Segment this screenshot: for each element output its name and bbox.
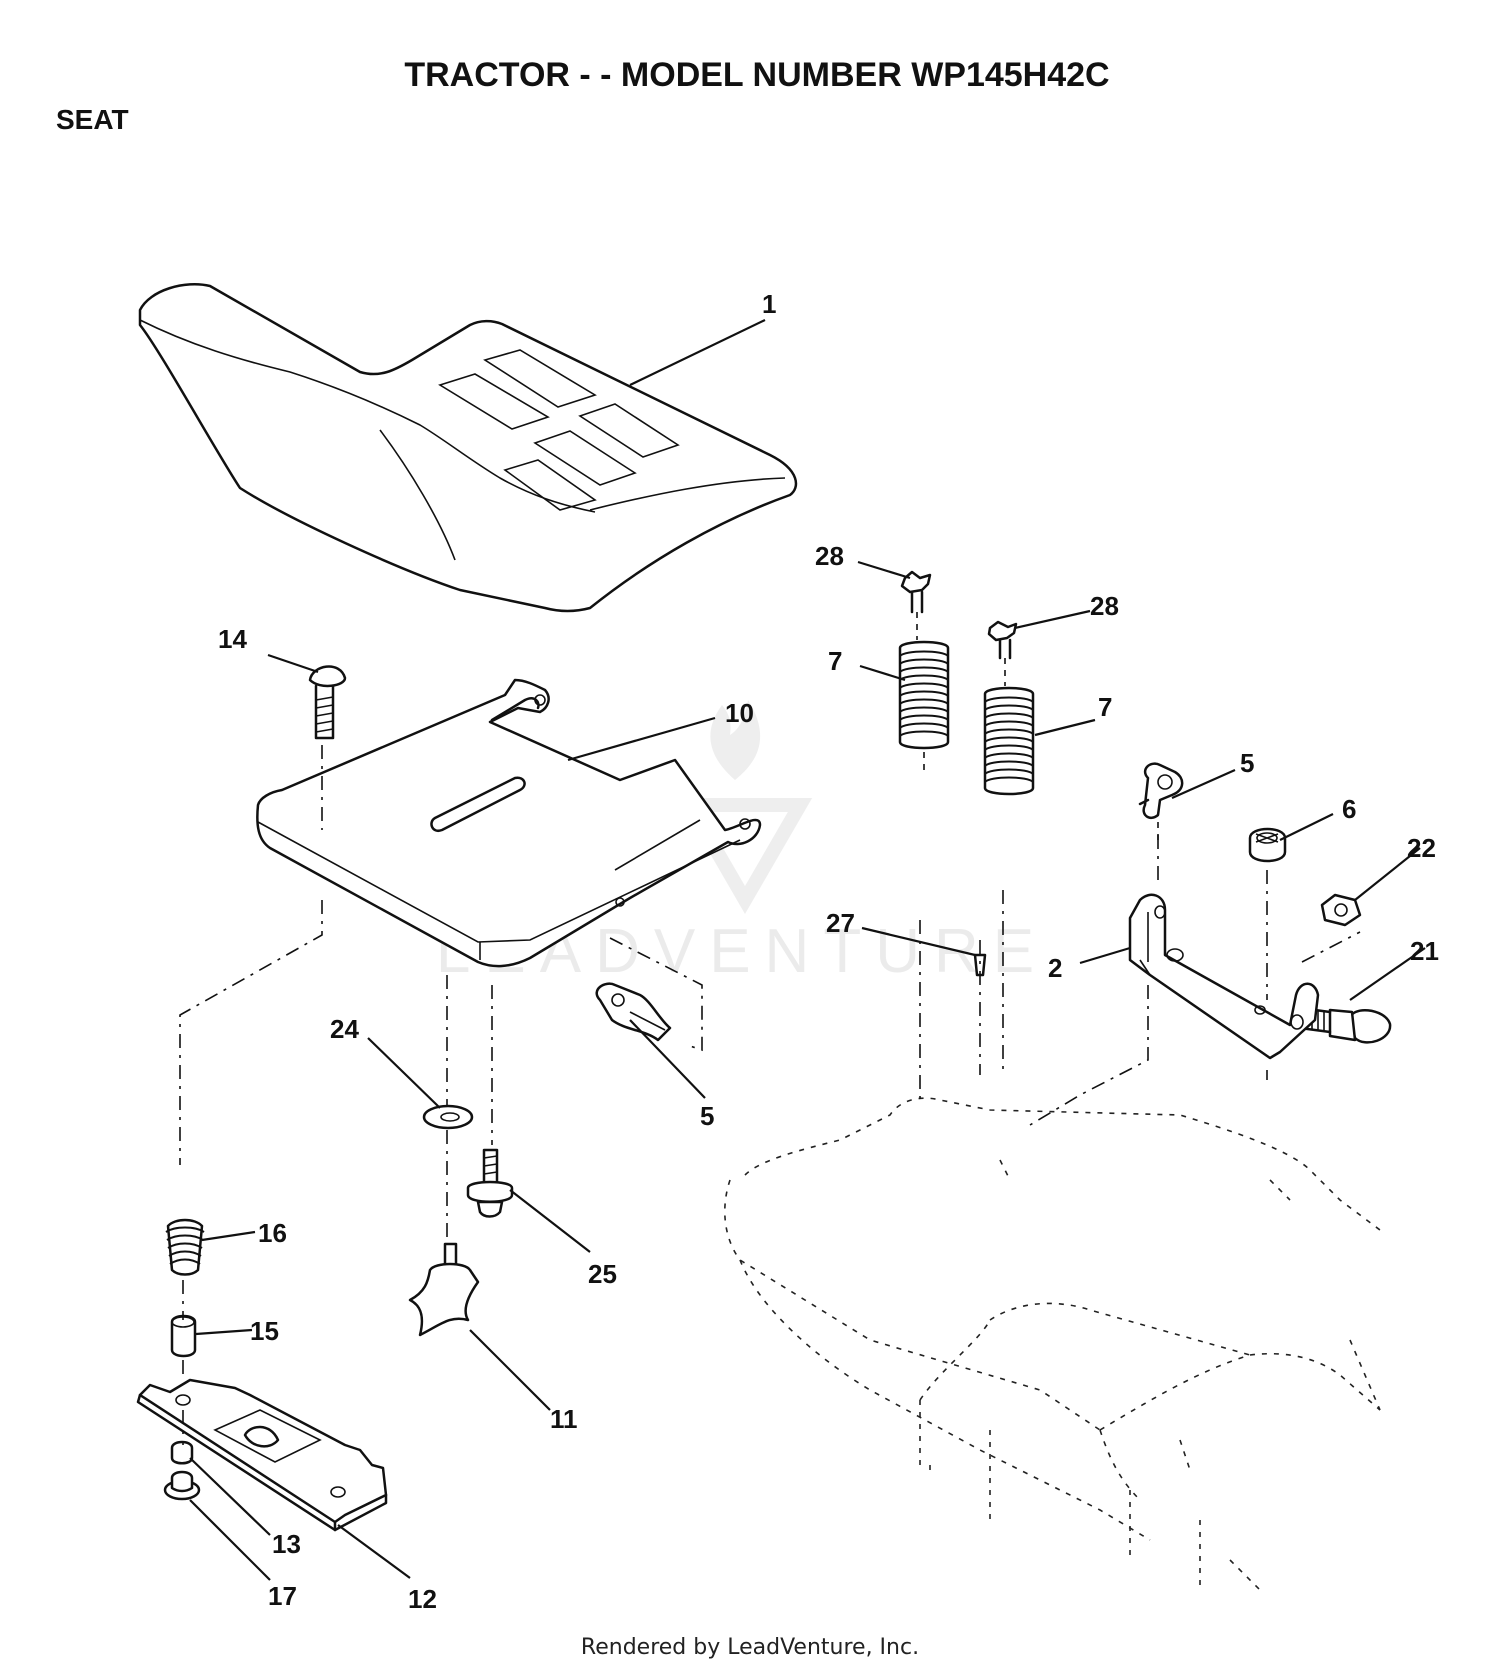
callout-15: 15 bbox=[250, 1316, 279, 1346]
render-credit: Rendered by LeadVenture, Inc. bbox=[581, 1635, 919, 1660]
callout-28-left: 28 bbox=[815, 541, 844, 571]
callout-6: 6 bbox=[1342, 794, 1356, 824]
callout-25: 25 bbox=[588, 1259, 617, 1289]
callout-12: 12 bbox=[408, 1584, 437, 1614]
callout-5-upper: 5 bbox=[1240, 748, 1254, 778]
nut-13-part bbox=[170, 1440, 194, 1465]
callout-27: 27 bbox=[826, 908, 855, 938]
tractor-body-outline bbox=[724, 1097, 1381, 1591]
callout-7-right: 7 bbox=[1098, 692, 1112, 722]
seat-plate-part bbox=[136, 1378, 388, 1532]
pin-part bbox=[973, 953, 987, 977]
spacer-part bbox=[170, 1314, 197, 1358]
callout-17: 17 bbox=[268, 1581, 297, 1611]
spring-upper-right-part bbox=[983, 620, 1035, 796]
clip-lower-part bbox=[595, 982, 672, 1042]
watermark-logo bbox=[677, 700, 813, 914]
shoulder-bolt-part bbox=[1298, 1006, 1392, 1044]
callout-10: 10 bbox=[725, 698, 754, 728]
seat-part bbox=[138, 283, 798, 613]
spring-upper-left-part bbox=[898, 570, 950, 770]
callout-numbers: 1 10 14 28 28 7 7 5 6 22 21 2 27 5 24 25… bbox=[218, 289, 1439, 1614]
washer-part bbox=[422, 1104, 474, 1130]
callout-24: 24 bbox=[330, 1014, 359, 1044]
callout-21: 21 bbox=[1410, 936, 1439, 966]
clip-upper-part bbox=[1138, 762, 1184, 840]
seat-pan-part bbox=[256, 678, 762, 968]
section-label: SEAT bbox=[56, 104, 129, 135]
callout-14: 14 bbox=[218, 624, 247, 654]
page-title: TRACTOR - - MODEL NUMBER WP145H42C bbox=[404, 56, 1109, 94]
knob-part bbox=[408, 1242, 480, 1337]
small-spring-part bbox=[165, 1218, 205, 1276]
callout-22: 22 bbox=[1407, 833, 1436, 863]
seat-bracket-part bbox=[1128, 893, 1320, 1060]
callout-28-right: 28 bbox=[1090, 591, 1119, 621]
nut-small-part bbox=[1320, 893, 1362, 927]
leader-lines bbox=[189, 319, 1426, 1581]
flange-nut-17-part bbox=[163, 1470, 201, 1501]
callout-7-left: 7 bbox=[828, 646, 842, 676]
callout-2: 2 bbox=[1048, 953, 1062, 983]
shoulder-screw-part bbox=[466, 1148, 514, 1218]
callout-16: 16 bbox=[258, 1218, 287, 1248]
nut-part bbox=[1248, 827, 1287, 863]
callout-13: 13 bbox=[272, 1529, 301, 1559]
assembly-lines bbox=[179, 745, 1361, 1445]
callout-5-lower: 5 bbox=[700, 1101, 714, 1131]
callout-1: 1 bbox=[762, 289, 776, 319]
carriage-bolt-part bbox=[308, 665, 347, 740]
callout-11: 11 bbox=[550, 1404, 578, 1434]
